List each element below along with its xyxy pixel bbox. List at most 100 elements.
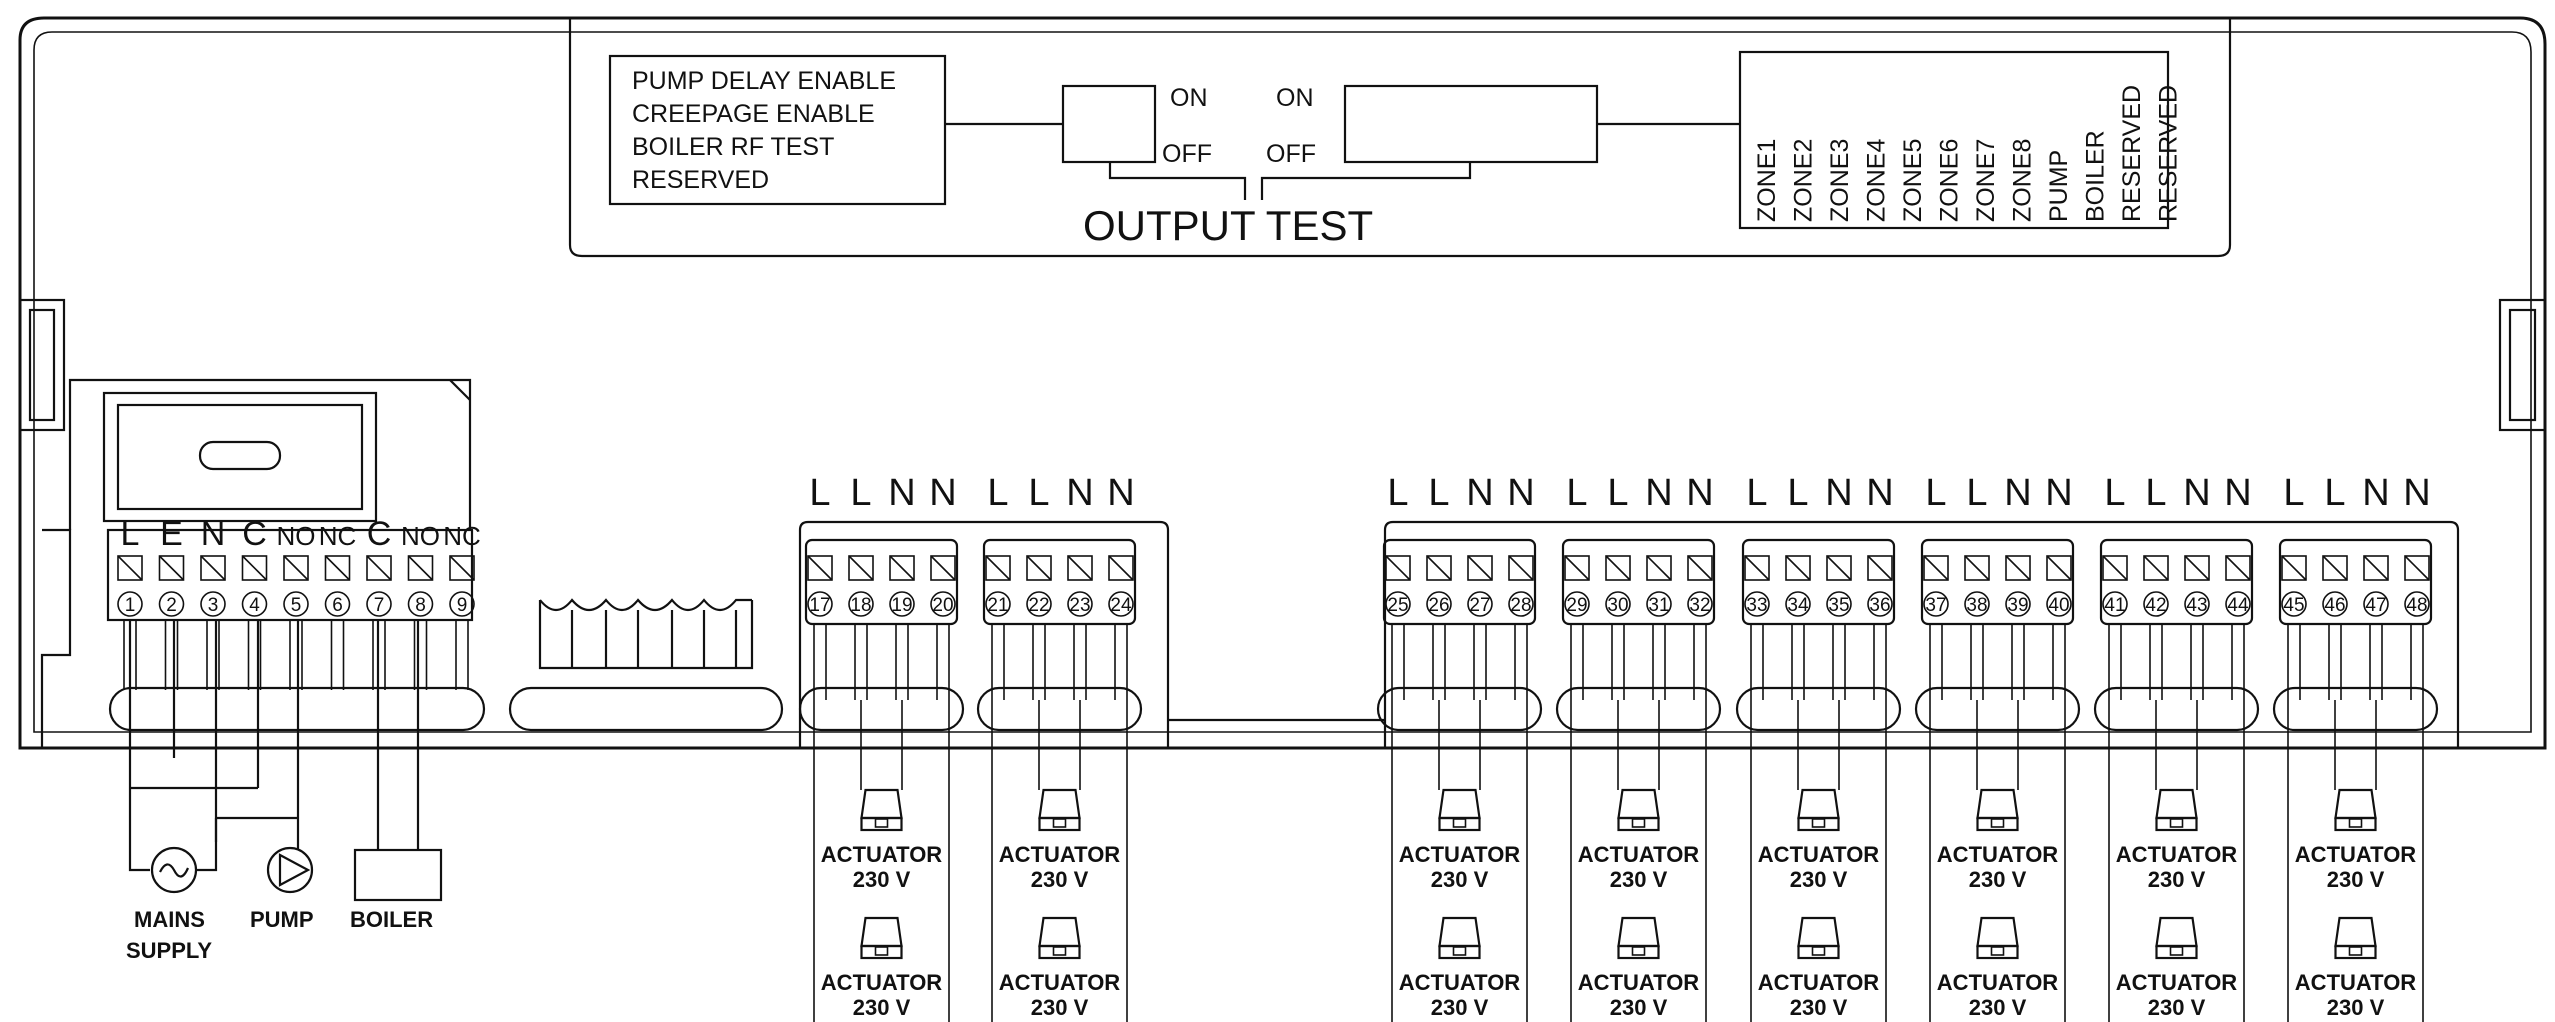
terminal-label: N	[1107, 472, 1134, 514]
terminal-screw[interactable]	[2184, 555, 2210, 581]
terminal-screw[interactable]	[930, 555, 956, 581]
terminal-label: C	[367, 515, 392, 553]
terminal-screw[interactable]	[1646, 555, 1672, 581]
terminal-screw[interactable]	[1564, 555, 1590, 581]
terminal-number: 41	[2104, 595, 2125, 616]
terminal-screw[interactable]	[2281, 555, 2307, 581]
terminal-number-marker	[1785, 591, 1811, 617]
fuse-icon	[198, 440, 282, 471]
terminal-screw[interactable]	[407, 555, 434, 581]
terminal-label: N	[2004, 472, 2031, 514]
option-label: RESERVED	[632, 166, 769, 194]
terminal-number: 43	[2186, 595, 2207, 616]
terminal-screw[interactable]	[1964, 555, 1990, 581]
zone-list-label: ZONE3	[1826, 139, 1854, 222]
terminal-number-marker	[985, 591, 1011, 617]
terminal-screw[interactable]	[1867, 555, 1893, 581]
terminal-number: 1	[125, 595, 136, 616]
terminal-screw[interactable]	[848, 555, 874, 581]
terminal-screw[interactable]	[1508, 555, 1534, 581]
terminal-label: L	[1607, 472, 1628, 514]
actuator-voltage: 230 V	[1031, 995, 1089, 1020]
terminal-number: 17	[809, 595, 830, 616]
actuator-icon	[860, 916, 903, 948]
terminal-screw[interactable]	[985, 555, 1011, 581]
terminal-number-marker	[1108, 591, 1134, 617]
terminal-screw[interactable]	[241, 555, 268, 581]
terminal-screw[interactable]	[2143, 555, 2169, 581]
actuator-icon	[2155, 788, 2198, 820]
actuator-name: ACTUATOR	[1758, 842, 1880, 867]
terminal-screw[interactable]	[366, 555, 392, 581]
terminal-number-marker	[1508, 591, 1534, 617]
actuator-icon	[2334, 788, 2377, 820]
actuator-voltage: 230 V	[2148, 995, 2206, 1020]
terminal-screw[interactable]	[2322, 555, 2348, 581]
terminal-screw[interactable]	[1826, 555, 1852, 581]
terminal-screw[interactable]	[1108, 555, 1134, 581]
actuator-name: ACTUATOR	[2116, 842, 2238, 867]
terminal-label: N	[2362, 472, 2389, 514]
terminal-screw[interactable]	[1026, 555, 1052, 581]
terminal-screw[interactable]	[1687, 555, 1713, 581]
terminal-number-marker	[366, 591, 392, 617]
terminal-screw[interactable]	[1426, 555, 1452, 581]
actuator-icon	[1038, 916, 1081, 948]
terminal-screw[interactable]	[1923, 555, 1949, 581]
terminal-screw[interactable]	[1467, 555, 1493, 581]
terminal-screw[interactable]	[449, 555, 475, 581]
terminal-screw[interactable]	[807, 555, 833, 581]
terminal-number: 6	[332, 595, 343, 616]
terminal-screw[interactable]	[1605, 555, 1631, 581]
cable-slot	[1914, 686, 2081, 732]
terminal-screw[interactable]	[117, 555, 143, 581]
terminal-screw[interactable]	[889, 555, 915, 581]
actuator-voltage: 230 V	[1431, 995, 1489, 1020]
terminal-screw[interactable]	[2005, 555, 2031, 581]
terminal-screw[interactable]	[2363, 555, 2389, 581]
terminal-screw[interactable]	[283, 555, 309, 581]
terminal-label: L	[2324, 472, 2345, 514]
terminal-screw[interactable]	[1785, 555, 1811, 581]
terminal-screw[interactable]	[200, 555, 226, 581]
dip-switch-left[interactable]	[1061, 84, 1157, 164]
terminal-screw[interactable]	[1744, 555, 1770, 581]
terminal-screw[interactable]	[1067, 555, 1093, 581]
devices: MAINS SUPPLY PUMP BOILER	[126, 620, 443, 963]
terminal-screw[interactable]	[2225, 555, 2251, 581]
zone-list-box	[1738, 50, 2170, 230]
terminal-screw[interactable]	[158, 555, 185, 581]
actuator-icon	[1438, 916, 1481, 948]
zone-list-label: ZONE2	[1790, 139, 1818, 222]
fuse-holder	[102, 391, 378, 523]
zone-list-label: RESERVED	[2118, 85, 2146, 222]
terminal-screw[interactable]	[2046, 555, 2072, 581]
terminal-body	[2099, 538, 2254, 626]
terminal-screw[interactable]	[324, 555, 351, 581]
terminal-screw[interactable]	[1385, 555, 1411, 581]
actuator-icon	[2155, 916, 2198, 948]
dip-switch-right[interactable]	[1343, 84, 1599, 164]
terminal-number: 5	[291, 595, 302, 616]
actuator-voltage: 230 V	[2148, 867, 2206, 892]
boiler-label: BOILER	[350, 907, 433, 932]
terminal-number: 9	[457, 595, 468, 616]
dip-options-box	[608, 54, 947, 206]
terminal-screw[interactable]	[2404, 555, 2430, 581]
actuator-name: ACTUATOR	[2295, 842, 2417, 867]
terminal-number: 40	[2048, 595, 2069, 616]
terminal-number: 37	[1925, 595, 1946, 616]
terminal-screw[interactable]	[2102, 555, 2128, 581]
cable-slot	[2093, 686, 2260, 732]
blank-connector	[508, 598, 784, 732]
terminal-number-marker	[2143, 591, 2169, 617]
switch-right-off-label: OFF	[1266, 140, 1316, 168]
mains-supply-icon	[150, 846, 198, 894]
terminal-number-marker	[1646, 591, 1672, 617]
